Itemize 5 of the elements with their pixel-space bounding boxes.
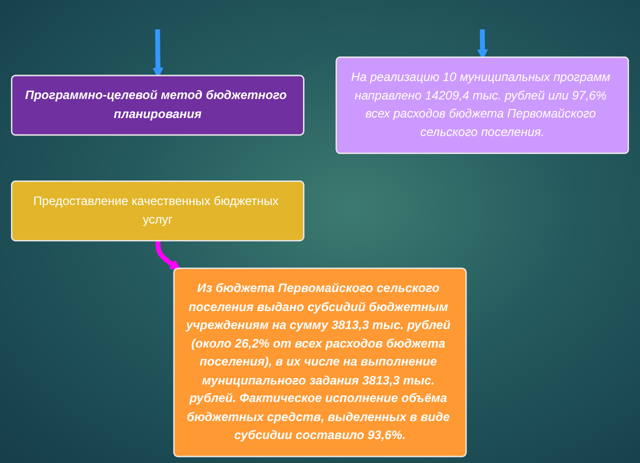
process-box: Программно-целевой метод бюджетного планирования xyxy=(11,74,304,136)
process-box: Предоставление качественных бюджетных услуг xyxy=(11,180,304,242)
arrow xyxy=(156,240,181,270)
process-box: Из бюджета Первомайского сельского поселения выдано субсидий бюджетным учреждениям на сумму 3813,3 тыс. рублей (около 26,2% от всех расходов бюджета поселения), в их числе на выполнение муниципального задания 3813,3 тыс. рублей. Фактическое исполнение объёма бюджетных средств, выделенных в виде субсидии составило 93,6%. xyxy=(173,268,467,458)
process-box: На реализацию 10 муниципальных программ направлено 14209,4 тыс. рублей или 97,6% всех расходов бюджета Первомайского сельского поселения. xyxy=(336,56,629,154)
